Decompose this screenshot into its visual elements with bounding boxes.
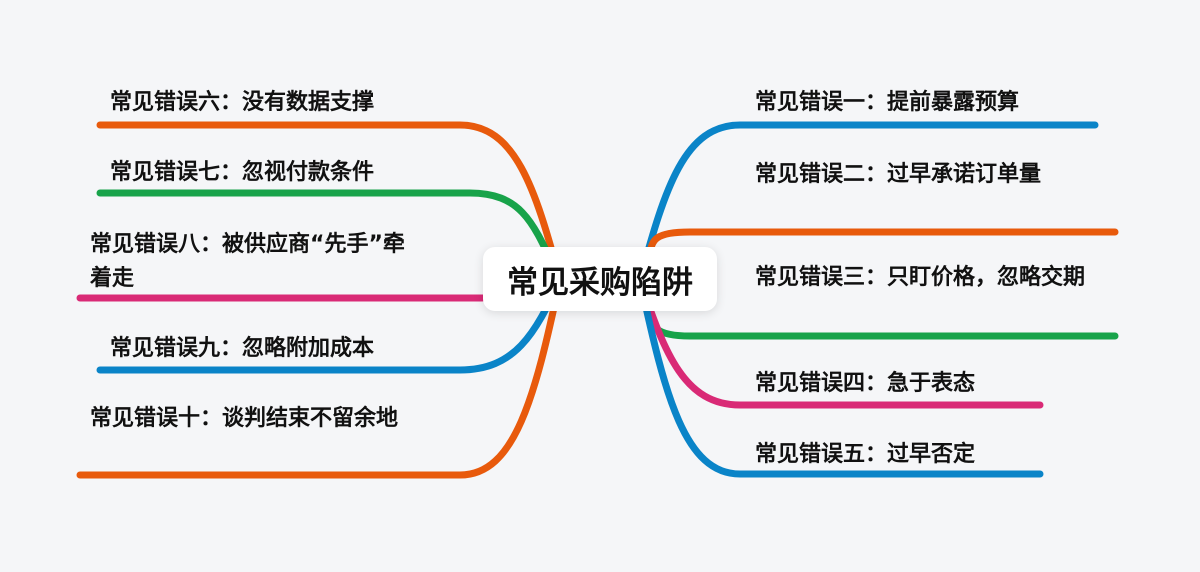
root-title: 常见采购陷阱 (507, 264, 693, 301)
branch-label-3[interactable]: 常见错误三：只盯价格，忽略交期 (755, 265, 1086, 290)
branch-label-7[interactable]: 常见错误七：忽视付款条件 (110, 160, 375, 185)
branch-label-4[interactable]: 常见错误四：急于表态 (755, 371, 976, 396)
branch-label-8[interactable]: 常见错误八：被供应商“先手”牵着走 (90, 232, 405, 291)
branch-label-5[interactable]: 常见错误五：过早否定 (755, 442, 976, 467)
branch-label-10[interactable]: 常见错误十：谈判结束不留余地 (90, 406, 399, 431)
branch-label-2[interactable]: 常见错误二：过早承诺订单量 (755, 162, 1042, 187)
branch-line-6 (96, 121, 564, 284)
branch-line-10 (76, 276, 564, 479)
branch-label-9[interactable]: 常见错误九：忽略附加成本 (110, 336, 375, 361)
root-node[interactable]: 常见采购陷阱 (483, 247, 717, 311)
branch-label-1[interactable]: 常见错误一：提前暴露预算 (755, 90, 1020, 115)
branch-line-5 (636, 276, 1044, 478)
branch-label-6[interactable]: 常见错误六：没有数据支撑 (110, 90, 375, 115)
